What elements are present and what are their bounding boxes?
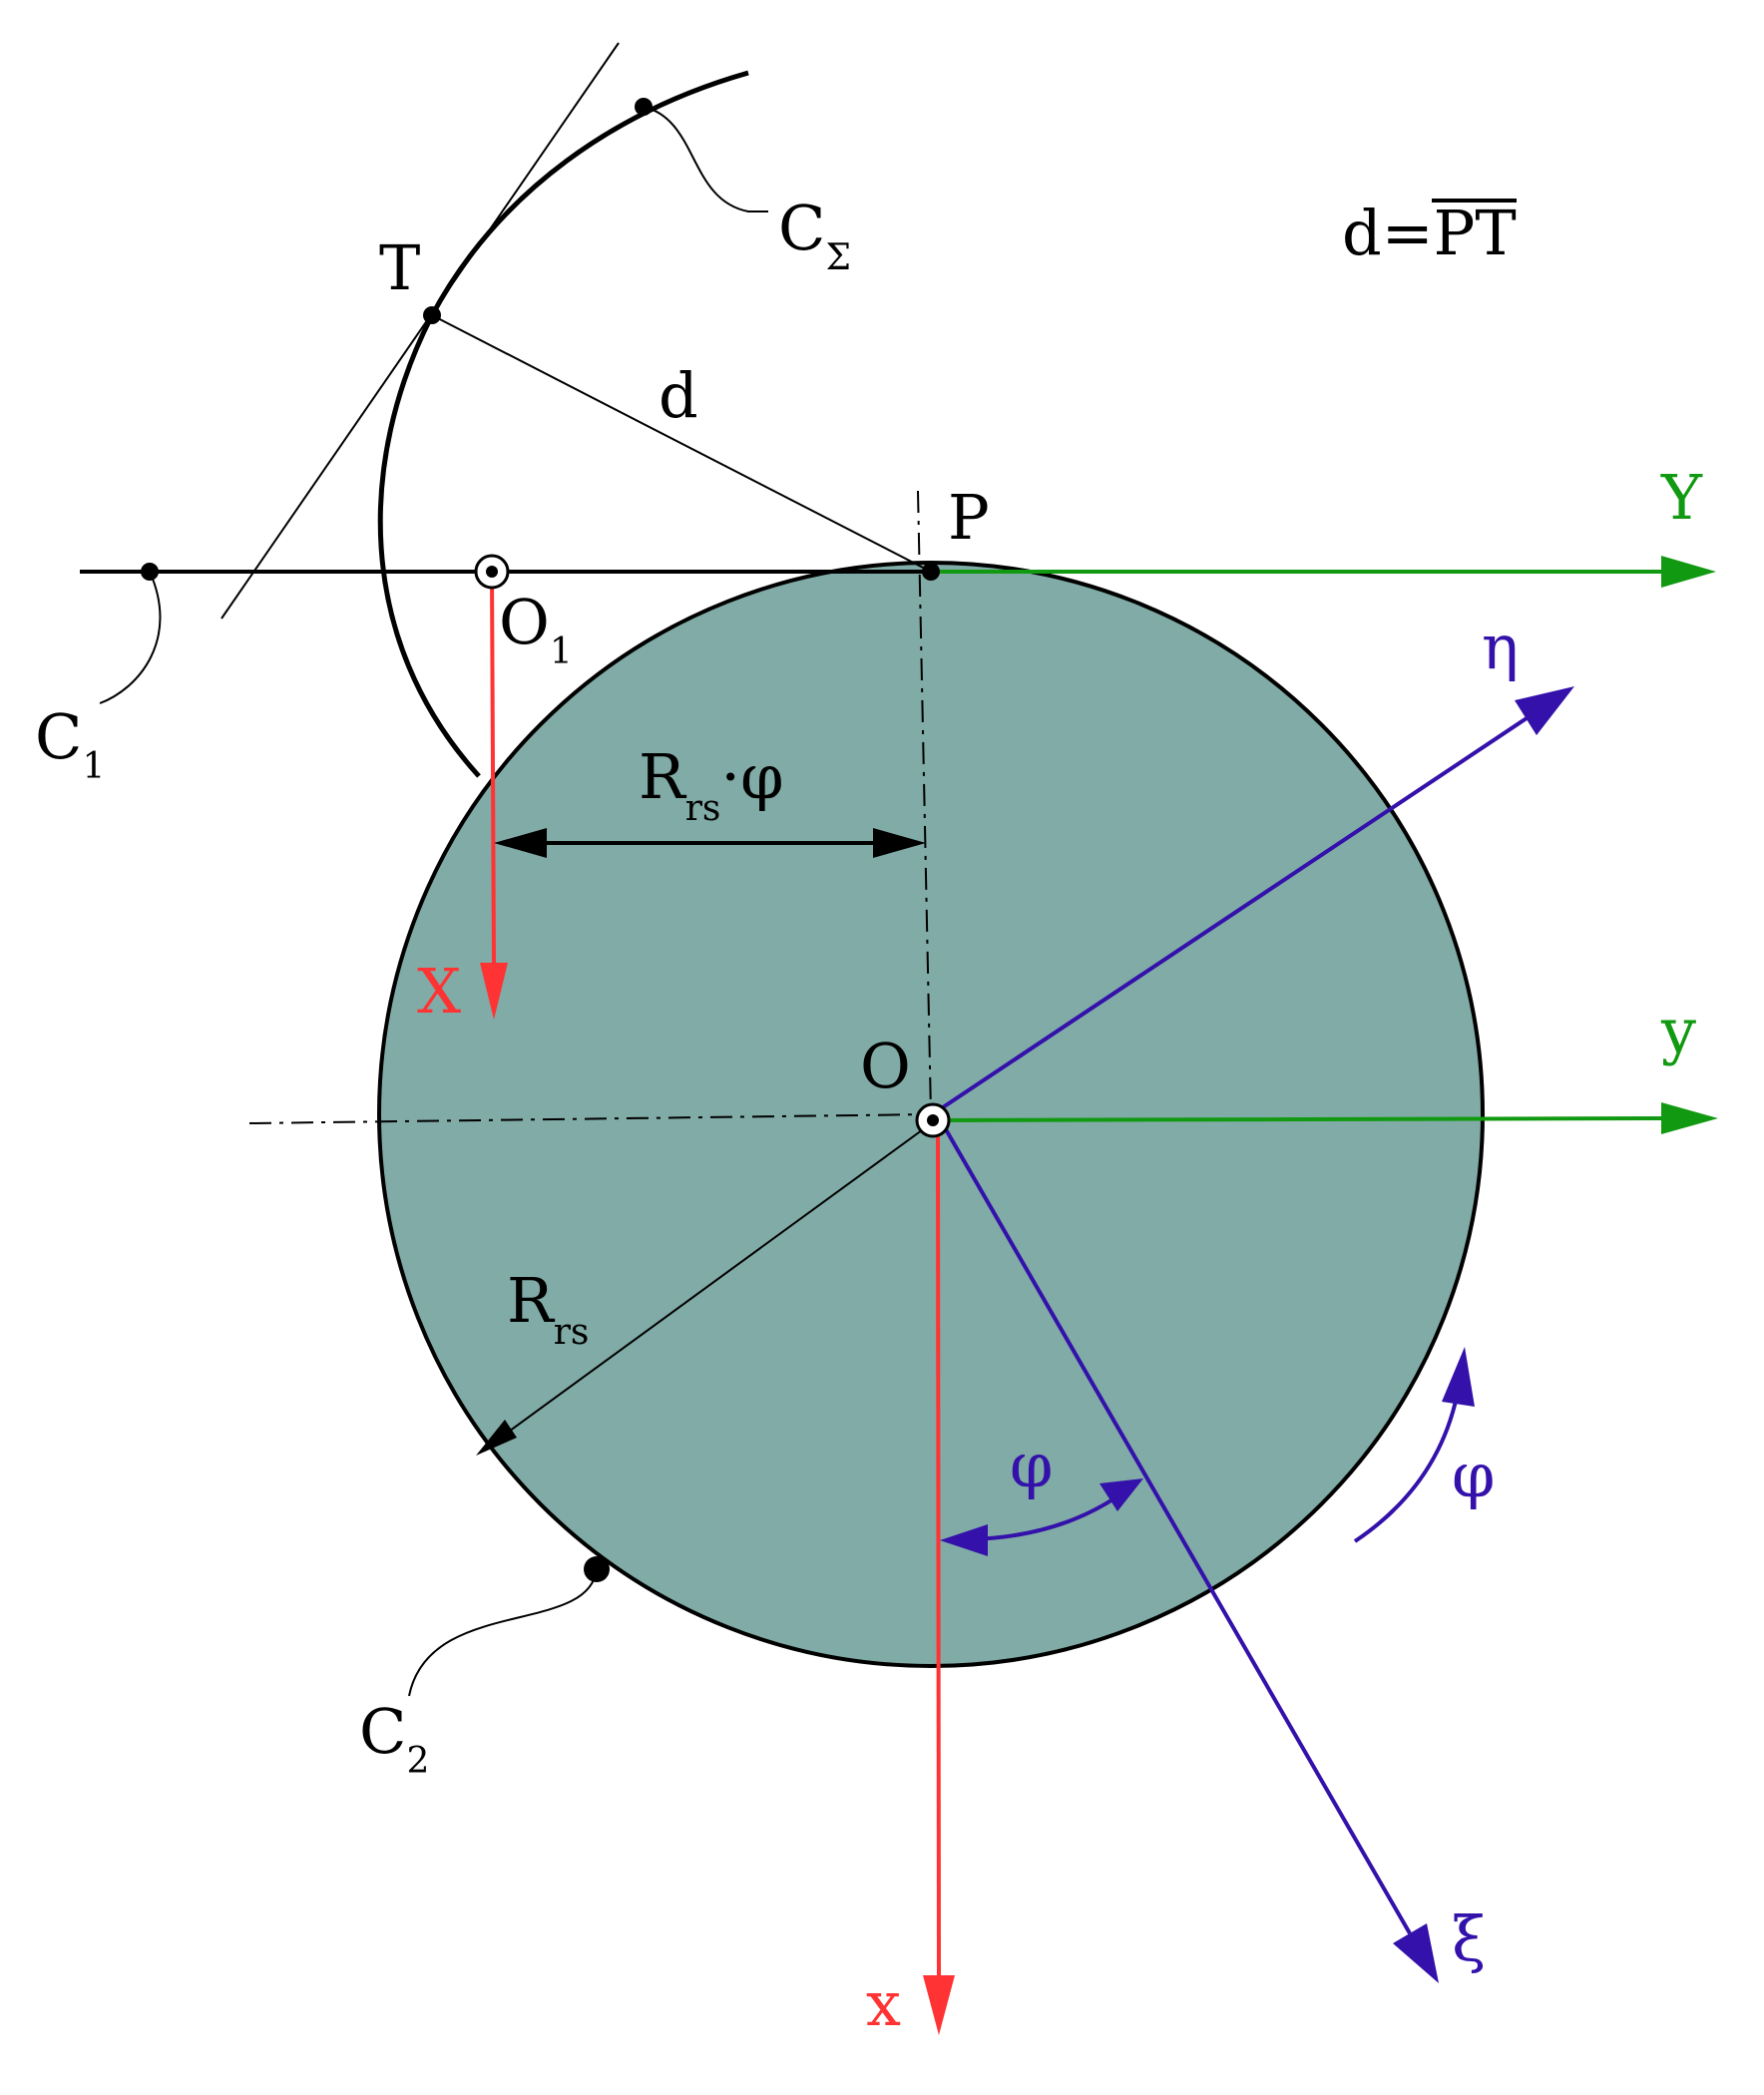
label-y: y	[1660, 995, 1696, 1067]
point-c1	[141, 563, 159, 581]
angle-arc-phi	[972, 1494, 1119, 1541]
label-C1-main: C	[35, 700, 82, 773]
formula-label: d=PT	[1342, 197, 1517, 269]
label-O1-main: O	[499, 586, 550, 658]
point-c-sigma	[635, 98, 653, 116]
label-d: d	[659, 359, 698, 432]
label-x: x	[866, 1967, 901, 2040]
angle-arc-arrowhead-left	[940, 1524, 988, 1556]
label-Rrs-sub: rs	[554, 1312, 590, 1353]
tangent-line	[220, 42, 620, 620]
label-O1-sub: 1	[550, 631, 573, 672]
formula-overline-text: PT	[1434, 197, 1517, 269]
label-C2-main: C	[359, 1695, 406, 1768]
vertical-centerline	[917, 490, 932, 1115]
label-Rrs-phi-sub: rs	[685, 788, 721, 829]
label-Rrs-main: R	[507, 1264, 556, 1337]
point-c2	[584, 1556, 610, 1582]
axis-X	[490, 573, 496, 964]
axis-X-arrowhead	[480, 963, 508, 1020]
label-c-sigma-main: C	[778, 192, 825, 264]
label-phi-outer: φ	[1452, 1439, 1495, 1511]
label-O: O	[860, 1030, 911, 1102]
label-Rrs-phi-tail: ·φ	[720, 740, 783, 813]
rotation-arrowhead	[1442, 1347, 1475, 1407]
leader-c-sigma	[643, 106, 768, 212]
leader-c1	[99, 571, 162, 704]
formula-lhs: d=	[1342, 197, 1434, 269]
label-xi: ξ	[1452, 1902, 1486, 1975]
point-O	[915, 1102, 951, 1138]
axis-Y-arrowhead	[1661, 556, 1716, 588]
angle-arc-arrowhead-right	[1100, 1478, 1143, 1511]
label-Rrs: Rrs	[507, 1264, 589, 1353]
label-phi-inner: φ	[1010, 1429, 1053, 1501]
horizontal-centerline	[248, 1113, 932, 1124]
rotation-arrow-phi	[1353, 1396, 1459, 1543]
axis-x-arrowhead	[923, 1975, 955, 2035]
label-c-sigma: CΣ	[778, 192, 851, 278]
arc-length-arrowhead-right	[873, 828, 926, 858]
label-Rrs-phi: Rrs·φ	[639, 740, 784, 829]
label-C2-sub: 2	[406, 1741, 429, 1782]
axis-xi	[941, 1123, 1412, 1934]
segment-pt	[431, 314, 932, 573]
label-Y: Y	[1660, 461, 1703, 534]
label-c-sigma-sub: Σ	[825, 237, 850, 278]
axis-y-arrowhead	[1661, 1102, 1718, 1134]
label-eta: η	[1482, 611, 1519, 683]
point-T	[423, 306, 441, 324]
label-C1-sub: 1	[82, 746, 105, 787]
point-O1	[474, 554, 510, 590]
leader-c2	[408, 1568, 598, 1697]
point-P	[922, 563, 940, 581]
axis-eta	[941, 716, 1529, 1109]
axis-eta-arrowhead	[1515, 686, 1574, 735]
axis-x	[936, 1121, 941, 1976]
label-P: P	[948, 481, 990, 554]
label-T: T	[379, 231, 420, 304]
label-X: X	[417, 955, 461, 1028]
radius-arrow	[490, 1126, 927, 1446]
axis-y	[930, 1116, 1662, 1122]
radius-arrowhead	[476, 1420, 517, 1456]
label-Rrs-phi-main: R	[639, 740, 687, 813]
label-O1: O1	[499, 586, 573, 672]
arc-length-arrowhead-left	[494, 828, 547, 858]
axis-xi-arrowhead	[1393, 1923, 1439, 1983]
label-C1: C1	[35, 700, 105, 787]
label-C2: C2	[359, 1695, 429, 1782]
